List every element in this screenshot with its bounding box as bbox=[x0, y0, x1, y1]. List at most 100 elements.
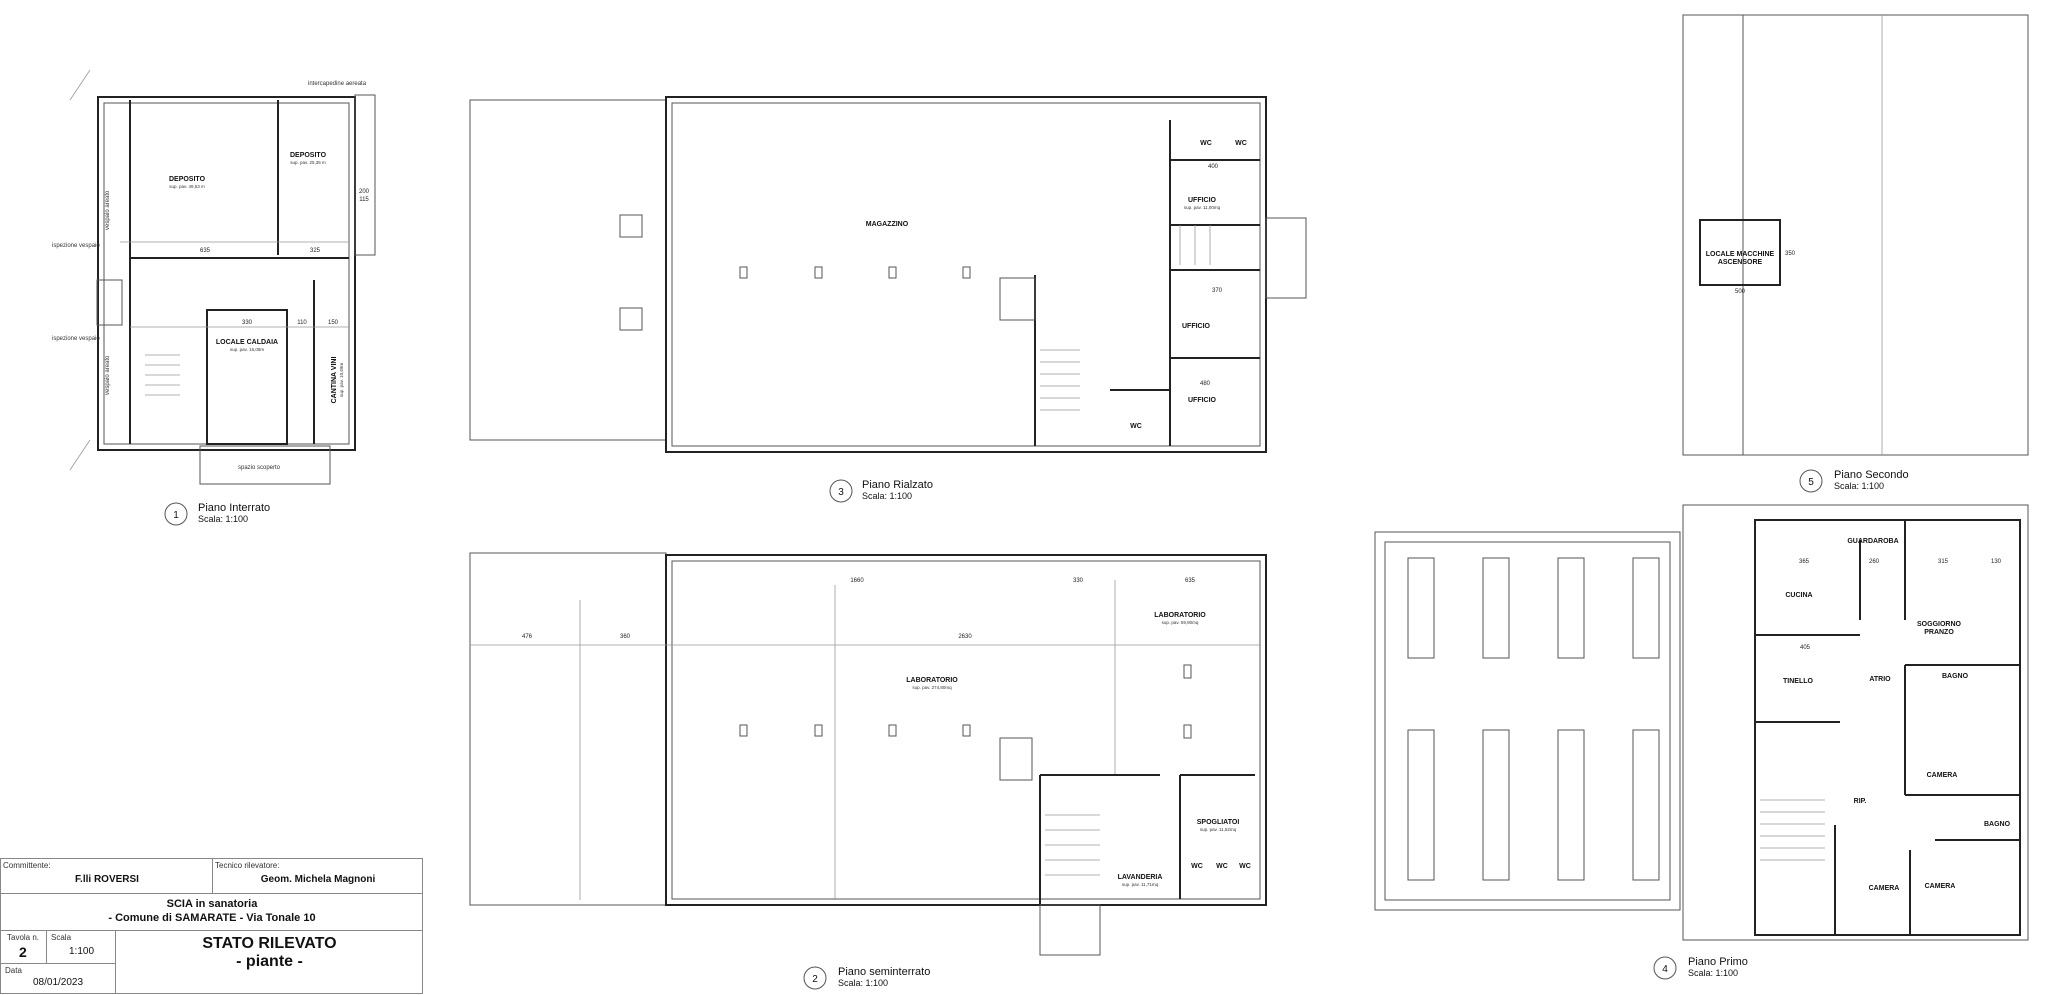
room-label: CANTINA VINI bbox=[331, 357, 338, 404]
plan-number: 2 bbox=[812, 974, 818, 985]
dimension: 1660 bbox=[850, 578, 864, 584]
room-area: sup. pav. 11,71mq bbox=[1122, 882, 1159, 887]
room-area: sup. pav. 11,00mq bbox=[1184, 205, 1221, 210]
plan-title: Piano seminterrato bbox=[838, 966, 930, 978]
room-label: DEPOSITO bbox=[169, 176, 206, 183]
plan-interrato: DEPOSITO sup. pav. 49,53 m DEPOSITO sup.… bbox=[52, 69, 376, 485]
scala-cell: Scala 1:100 bbox=[47, 931, 116, 964]
data-cell: Data 08/01/2023 bbox=[1, 964, 116, 994]
note: ispezione vespaio bbox=[52, 243, 100, 249]
room-label: UFFICIO bbox=[1188, 397, 1217, 404]
plan-title: Piano Interrato bbox=[198, 502, 270, 514]
plan-caption-3: 3 Piano Rialzato Scala: 1:100 bbox=[829, 479, 933, 503]
dimension: 370 bbox=[1212, 288, 1223, 294]
title-block: Committente: F.lli ROVERSI Tecnico rilev… bbox=[0, 858, 423, 994]
dimension: 480 bbox=[1200, 381, 1211, 387]
room-label: CAMERA bbox=[1869, 885, 1900, 892]
plan-scale: Scala: 1:100 bbox=[1688, 968, 1738, 978]
plan-rialzato: MAGAZZINO WC WC UFFICIO sup. pav. 11,00m… bbox=[469, 96, 1307, 453]
dimension: 315 bbox=[1938, 559, 1949, 565]
room-label: SOGGIORNO bbox=[1917, 621, 1962, 628]
room-label: WC bbox=[1191, 863, 1203, 870]
tecnico-label: Tecnico rilevatore: bbox=[215, 861, 280, 870]
plan-number: 5 bbox=[1808, 477, 1814, 488]
plan-number: 3 bbox=[838, 487, 844, 498]
plan-caption-5: 5 Piano Secondo Scala: 1:100 bbox=[1799, 469, 1909, 493]
room-area: sup. pav. 25,35 m bbox=[290, 160, 326, 165]
tavola-cell: Tavola n. 2 bbox=[1, 931, 47, 964]
room-label: WC bbox=[1130, 423, 1142, 430]
dimension: 330 bbox=[1073, 578, 1084, 584]
note: vespaio areato bbox=[105, 355, 111, 395]
dimension: 260 bbox=[1869, 559, 1880, 565]
room-label: LABORATORIO bbox=[906, 677, 958, 684]
note: intercapedine aereata bbox=[308, 81, 367, 87]
scala-label: Scala bbox=[51, 933, 72, 942]
dimension: 110 bbox=[297, 320, 307, 326]
plan-title: Piano Rialzato bbox=[862, 479, 933, 491]
dimension: 330 bbox=[242, 320, 253, 326]
room-label: GUARDAROBA bbox=[1847, 538, 1898, 545]
plan-scale: Scala: 1:100 bbox=[198, 514, 248, 524]
room-area: sup. pav. 10,69m bbox=[339, 363, 344, 397]
dimension: 405 bbox=[1800, 645, 1811, 651]
plan-caption-2: 2 Piano seminterrato Scala: 1:100 bbox=[803, 966, 930, 990]
room-label: WC bbox=[1216, 863, 1228, 870]
dimension: 325 bbox=[310, 248, 321, 254]
plan-number: 4 bbox=[1662, 964, 1668, 975]
data-value: 08/01/2023 bbox=[33, 977, 84, 988]
project-line-1: SCIA in sanatoria bbox=[166, 898, 258, 910]
room-area: sup. pav. 274,80mq bbox=[912, 685, 952, 690]
dimension: 200 bbox=[359, 189, 370, 195]
dimension: 476 bbox=[522, 634, 533, 640]
room-area: sup. pav. 11,52mq bbox=[1200, 827, 1237, 832]
dimension: 130 bbox=[1991, 559, 2002, 565]
room-label: BAGNO bbox=[1942, 673, 1969, 680]
dimension: 635 bbox=[1185, 578, 1196, 584]
tecnico-value: Geom. Michela Magnoni bbox=[260, 874, 376, 885]
note: ispezione vespaio bbox=[52, 336, 100, 342]
room-label: CAMERA bbox=[1927, 772, 1958, 779]
scala-value: 1:100 bbox=[69, 946, 95, 957]
plan-seminterrato: LABORATORIO sup. pav. 274,80mq LABORATOR… bbox=[469, 552, 1267, 956]
room-label: WC bbox=[1239, 863, 1251, 870]
dimension: 2630 bbox=[958, 634, 972, 640]
committente-label: Committente: bbox=[3, 861, 51, 870]
room-area: sup. pav. 59,90mq bbox=[1162, 620, 1199, 625]
tecnico-cell: Tecnico rilevatore: Geom. Michela Magnon… bbox=[213, 859, 423, 894]
room-area: sup. pav. 49,53 m bbox=[169, 184, 205, 189]
room-label: UFFICIO bbox=[1188, 197, 1217, 204]
plan-secondo: LOCALE MACCHINE ASCENSORE 500 350 bbox=[1682, 14, 2029, 456]
dimension: 365 bbox=[1799, 559, 1810, 565]
room-label: UFFICIO bbox=[1182, 323, 1211, 330]
room-label: LOCALE MACCHINE bbox=[1706, 251, 1775, 258]
plan-scale: Scala: 1:100 bbox=[1834, 481, 1884, 491]
room-label: CUCINA bbox=[1785, 592, 1812, 599]
committente-cell: Committente: F.lli ROVERSI bbox=[1, 859, 213, 894]
room-label: LAVANDERIA bbox=[1118, 874, 1163, 881]
room-label: LOCALE CALDAIA bbox=[216, 339, 278, 346]
drawing-title-cell: STATO RILEVATO - piante - bbox=[116, 931, 423, 994]
room-label: SPOGLIATOI bbox=[1197, 819, 1240, 826]
tavola-label: Tavola n. bbox=[7, 933, 40, 942]
room-label: LABORATORIO bbox=[1154, 612, 1206, 619]
project-line-2: - Comune di SAMARATE - Via Tonale 10 bbox=[108, 912, 316, 924]
room-label: MAGAZZINO bbox=[866, 221, 909, 228]
room-label: CAMERA bbox=[1925, 883, 1956, 890]
dimension: 500 bbox=[1735, 289, 1746, 295]
room-label: BAGNO bbox=[1984, 821, 2011, 828]
tavola-value: 2 bbox=[19, 944, 27, 960]
plan-scale: Scala: 1:100 bbox=[862, 491, 912, 501]
project-cell: SCIA in sanatoria - Comune di SAMARATE -… bbox=[1, 894, 423, 931]
room-label: WC bbox=[1200, 140, 1212, 147]
drawing-subtitle: - piante - bbox=[236, 953, 303, 970]
note: spazio scoperto bbox=[238, 465, 281, 471]
dimension: 350 bbox=[1785, 251, 1796, 257]
room-label: WC bbox=[1235, 140, 1247, 147]
room-label: TINELLO bbox=[1783, 678, 1813, 685]
room-label: ASCENSORE bbox=[1718, 259, 1763, 266]
room-label: PRANZO bbox=[1924, 629, 1954, 636]
plan-scale: Scala: 1:100 bbox=[838, 978, 888, 988]
plan-number: 1 bbox=[173, 510, 179, 521]
